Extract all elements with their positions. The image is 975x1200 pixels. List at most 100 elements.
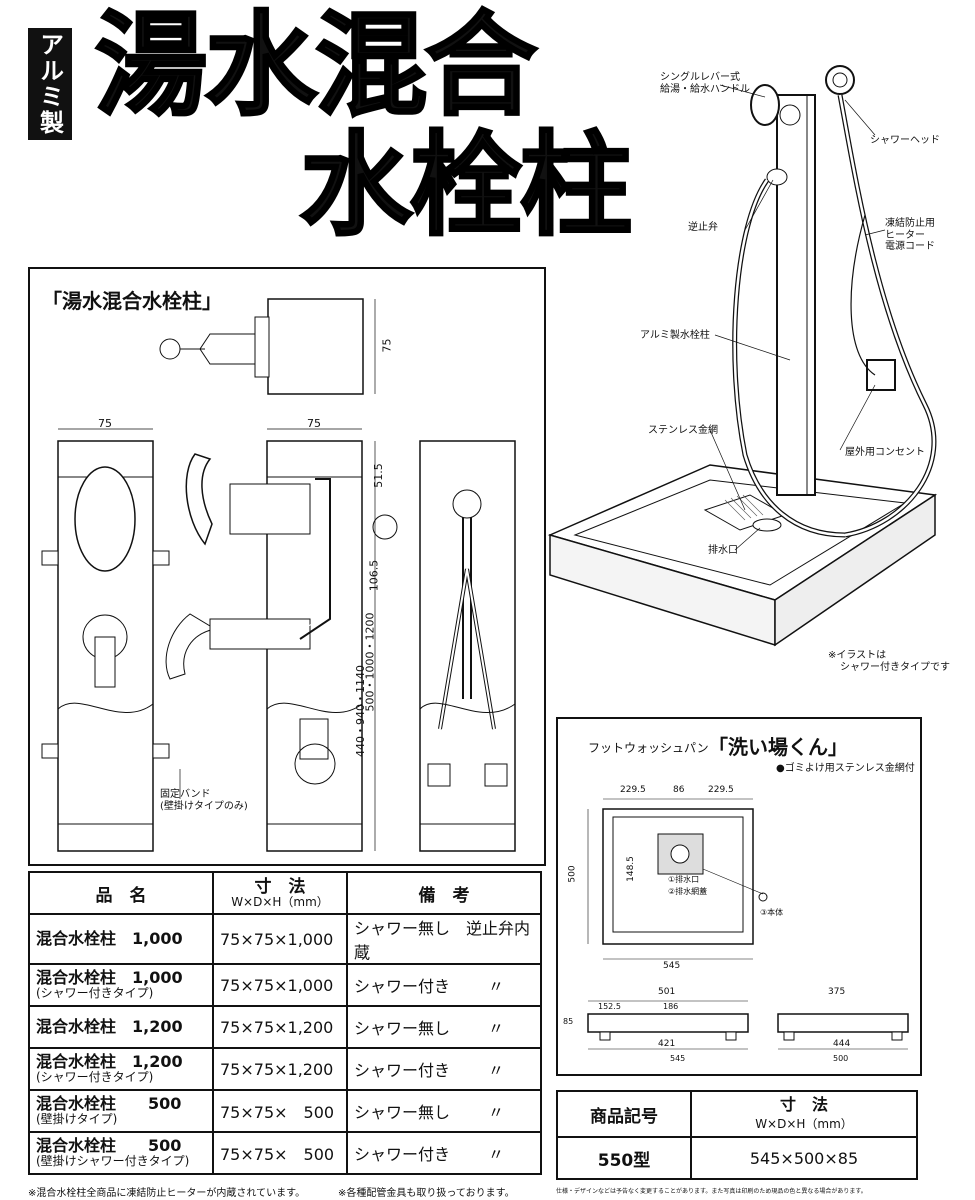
panel-title: 「湯水混合水栓柱」 [42, 289, 222, 313]
spec-ditto-mark: 〃 [488, 1145, 505, 1164]
fp-callout-drain: ①排水口 [668, 875, 700, 884]
spec-size: 75×75×1,000 [212, 913, 348, 965]
model-size: 545×500×85 [690, 1136, 918, 1180]
spec-remark: シャワー無し 逆止弁内蔵 [346, 913, 542, 965]
footer-disclaimer: 仕様・デザインなどは予告なく変更することがあります。また写真は印刷のため現品の色… [556, 1188, 867, 1195]
model-table: 商品記号 寸 法 W×D×H（mm） 550型 545×500×85 [556, 1090, 918, 1180]
spec-remark: シャワー付き 〃 [346, 963, 542, 1007]
spec-product-name: 混合水栓柱 1,200 [28, 1005, 214, 1049]
spec-product-name: 混合水栓柱 500(壁掛けタイプ) [28, 1089, 214, 1133]
col-remarks-header: 備 考 [346, 871, 542, 915]
footer-note-fittings: ※各種配管金具も取り扱っております。 [338, 1188, 515, 1199]
spec-remark: シャワー付き 〃 [346, 1131, 542, 1175]
spec-size: 75×75×1,000 [212, 963, 348, 1007]
spec-header-row: 品 名 寸 法 W×D×H（mm） 備 考 [28, 871, 542, 915]
spec-ditto-mark: 〃 [488, 977, 505, 996]
fp-dim-g2: 545 [670, 1054, 686, 1063]
fp-dim-r: 375 [828, 987, 846, 997]
fp-dim-j: 148.5 [625, 856, 636, 882]
shower-head-label: シャワーヘッド [870, 135, 940, 146]
fp-callout-body: ③本体 [760, 908, 784, 917]
fp-dim-s: 444 [833, 1039, 851, 1049]
model-header-row: 商品記号 寸 法 W×D×H（mm） [556, 1090, 918, 1138]
faucet-post-drawings [41, 298, 516, 852]
spec-remark: シャワー無し〃 [346, 1005, 542, 1049]
spec-product-name-text: 混合水栓柱 1,000 [36, 928, 183, 948]
spec-product-name-text: 混合水栓柱 500 [36, 1094, 182, 1114]
faucet-post-illustration [547, 65, 938, 647]
material-badge: アルミ製 [28, 28, 72, 140]
spec-size: 75×75×1,200 [212, 1005, 348, 1049]
fixing-band-label: 固定バンド (壁掛けタイプのみ) [160, 789, 248, 812]
page-title-line1: 湯水混合 [94, 1, 539, 131]
spec-product-name: 混合水栓柱 1,000 [28, 913, 214, 965]
spec-product-subtype: (壁掛けシャワー付きタイプ) [36, 1154, 190, 1169]
col-size-header: 寸 法 W×D×H（mm） [212, 871, 348, 915]
spec-product-subtype: (壁掛けタイプ) [36, 1112, 118, 1127]
foot-pan-drawings [587, 798, 909, 1050]
model-row: 550型 545×500×85 [556, 1136, 918, 1180]
heater-cord-label: 凍結防止用 ヒーター 電源コード [885, 218, 935, 252]
page-title-line2: 水栓柱 [299, 121, 634, 251]
outlet-label: 屋外用コンセント [845, 447, 925, 458]
spec-table: 品 名 寸 法 W×D×H（mm） 備 考 混合水栓柱 1,000 75×75×1… [28, 871, 542, 1175]
col-name-header: 品 名 [28, 871, 214, 915]
fp-callout-lid: ②排水網蓋 [668, 887, 708, 896]
spec-product-name-text: 混合水栓柱 500 [36, 1136, 182, 1156]
check-valve-label: 逆止弁 [688, 222, 718, 233]
spec-size: 75×75× 500 [212, 1089, 348, 1133]
fp-dim-o: 186 [663, 1002, 679, 1011]
model-code: 550型 [556, 1136, 692, 1180]
product-illustration [545, 55, 975, 685]
illustration-note: ※イラストは シャワー付きタイプです [828, 650, 950, 673]
spec-remark-text: シャワー付き [354, 977, 451, 996]
model-code-header: 商品記号 [556, 1090, 692, 1138]
fp-dim-n: 501 [658, 987, 676, 997]
dim-height-b: 440・940・1140 [354, 665, 367, 757]
spec-size: 75×75×1,200 [212, 1047, 348, 1091]
spec-product-subtype: (シャワー付きタイプ) [36, 1070, 154, 1085]
spec-product-name: 混合水栓柱 1,200(シャワー付きタイプ) [28, 1047, 214, 1091]
foot-pan-feature: ●ゴミよけ用ステンレス金網付 [776, 763, 915, 774]
spec-remark: シャワー無し 〃 [346, 1089, 542, 1133]
spec-product-subtype: (シャワー付きタイプ) [36, 986, 154, 1001]
fp-dim-t: 85 [563, 1017, 574, 1026]
spec-remark: シャワー付き 〃 [346, 1047, 542, 1091]
fp-dim-q: 421 [658, 1039, 676, 1049]
dim-side-width: 75 [307, 417, 321, 430]
fp-dim-p: 152.5 [598, 1002, 621, 1011]
foot-pan-name: 「洗い場くん」 [708, 735, 848, 759]
spec-remark-text: シャワー無し 逆止弁内蔵 [354, 919, 531, 962]
fp-dim-b: 86 [673, 785, 685, 795]
spec-remark-text: シャワー無し [354, 1103, 451, 1122]
spec-product-name-text: 混合水栓柱 1,200 [36, 1052, 183, 1072]
post-label: アルミ製水栓柱 [640, 330, 710, 341]
fp-dim-f: 500 [567, 865, 578, 883]
fp-dim-a: 229.5 [620, 785, 646, 795]
spec-size: 75×75× 500 [212, 1131, 348, 1175]
dim-51-5: 51.5 [371, 463, 385, 488]
spec-remark-text: シャワー付き [354, 1061, 451, 1080]
dim-top-depth: 75 [380, 338, 394, 353]
spec-ditto-mark: 〃 [488, 1103, 505, 1122]
footer-note-heater: ※混合水栓柱全商品に凍結防止ヒーターが内蔵されています。 [28, 1188, 306, 1199]
spec-ditto-mark: 〃 [488, 1061, 505, 1080]
spec-product-name: 混合水栓柱 500(壁掛けシャワー付きタイプ) [28, 1131, 214, 1175]
foot-pan-lead: フットウォッシュパン [588, 741, 709, 755]
spec-ditto-mark: 〃 [488, 1019, 505, 1038]
spec-remark-text: シャワー付き [354, 1145, 451, 1164]
drain-label: 排水口 [708, 545, 738, 556]
spec-product-name-text: 混合水栓柱 1,200 [36, 1016, 183, 1036]
fp-dim-g: 545 [663, 961, 681, 971]
fp-dim-c: 229.5 [708, 785, 734, 795]
foot-pan-panel: フットウォッシュパン 「洗い場くん」 ●ゴミよけ用ステンレス金網付 229.5 … [556, 717, 922, 1076]
spec-product-name: 混合水栓柱 1,000(シャワー付きタイプ) [28, 963, 214, 1007]
lever-label: シングルレバー式 給湯・給水ハンドル [660, 72, 750, 95]
mesh-label: ステンレス金網 [648, 425, 718, 436]
dim-front-width: 75 [98, 417, 112, 430]
